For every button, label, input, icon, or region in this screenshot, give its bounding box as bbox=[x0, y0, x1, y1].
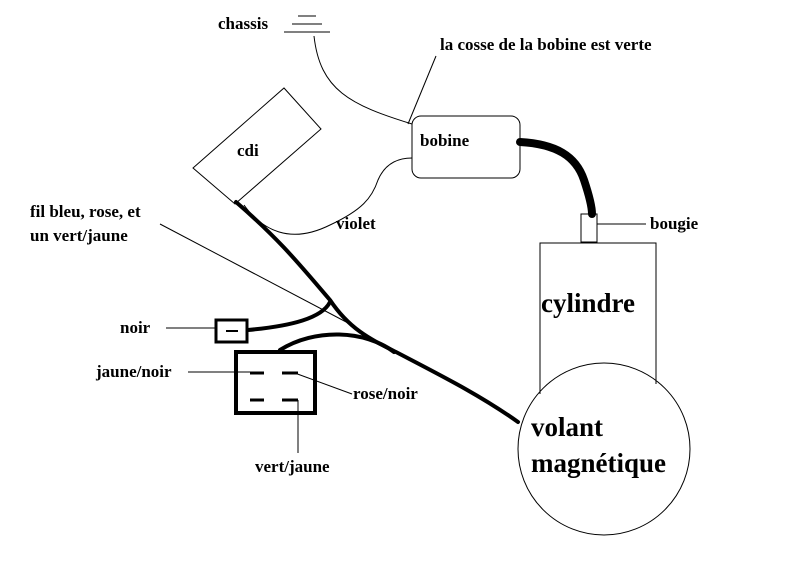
bougie-plug bbox=[580, 213, 598, 243]
volant-label-line2: magnétique bbox=[531, 448, 666, 478]
violet-label: violet bbox=[336, 214, 376, 233]
cdi-label: cdi bbox=[237, 141, 259, 160]
cosse-note-label: la cosse de la bobine est verte bbox=[440, 35, 652, 54]
wire-note-label-line2: un vert/jaune bbox=[30, 226, 128, 245]
cylindre-label: cylindre bbox=[541, 288, 635, 318]
main-harness bbox=[234, 200, 520, 424]
cdi-box bbox=[192, 87, 322, 205]
main-connector bbox=[234, 350, 317, 415]
chassis-wire bbox=[313, 35, 413, 125]
wire-note-pointer bbox=[159, 223, 351, 325]
volant-label-line1: volant bbox=[531, 412, 603, 442]
volant-magnetique-circle bbox=[517, 362, 691, 536]
bobine-label: bobine bbox=[420, 131, 470, 150]
bougie-label: bougie bbox=[650, 214, 699, 233]
bobine-box bbox=[411, 115, 521, 179]
chassis-ground-icon bbox=[284, 15, 330, 33]
main-connector-pins bbox=[250, 371, 298, 402]
wire-note-label-line1: fil bleu, rose, et bbox=[30, 202, 141, 221]
noir-branch bbox=[246, 300, 332, 332]
violet-wire bbox=[243, 157, 413, 235]
connector-branch bbox=[278, 332, 396, 354]
ht-lead bbox=[516, 138, 596, 218]
rose-noir-label: rose/noir bbox=[353, 384, 418, 403]
cosse-note-pointer bbox=[407, 55, 437, 125]
rose-noir-pointer bbox=[291, 371, 353, 395]
noir-connector bbox=[214, 318, 249, 344]
chassis-label: chassis bbox=[218, 14, 268, 33]
jaune-noir-label: jaune/noir bbox=[95, 362, 172, 381]
vert-jaune-label: vert/jaune bbox=[255, 457, 330, 476]
cylinder-body bbox=[539, 242, 657, 394]
noir-label: noir bbox=[120, 318, 151, 337]
